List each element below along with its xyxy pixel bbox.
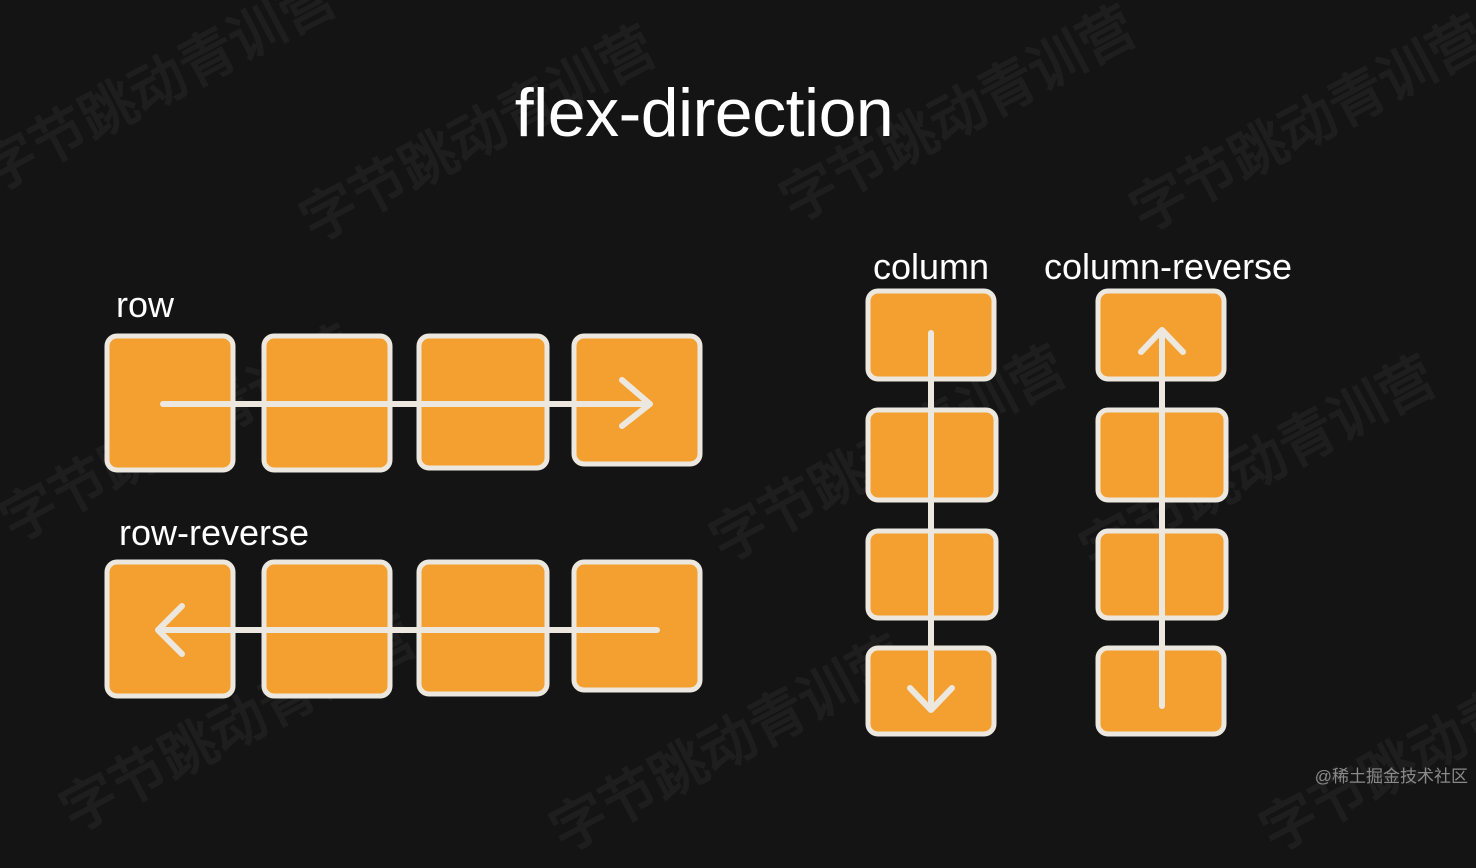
arrow-down-icon: [907, 330, 955, 713]
row-reverse-group: [104, 559, 703, 699]
label-row: row: [116, 284, 175, 325]
arrow-left-icon: [155, 603, 660, 657]
arrow-up-icon: [1138, 327, 1186, 709]
label-column-reverse: column-reverse: [1044, 246, 1293, 287]
flex-diagram: [104, 288, 1229, 737]
credit-text: @稀土掘金技术社区: [1314, 767, 1468, 786]
flex-item-box: [571, 559, 703, 693]
column-group: [865, 288, 999, 737]
row-group: [104, 333, 703, 473]
label-column: column: [873, 246, 990, 287]
label-row-reverse: row-reverse: [119, 512, 310, 553]
flex-item-box: [571, 333, 703, 467]
slide-title: flex-direction: [514, 75, 894, 151]
arrow-right-icon: [160, 377, 653, 429]
column-reverse-group: [1095, 288, 1229, 737]
